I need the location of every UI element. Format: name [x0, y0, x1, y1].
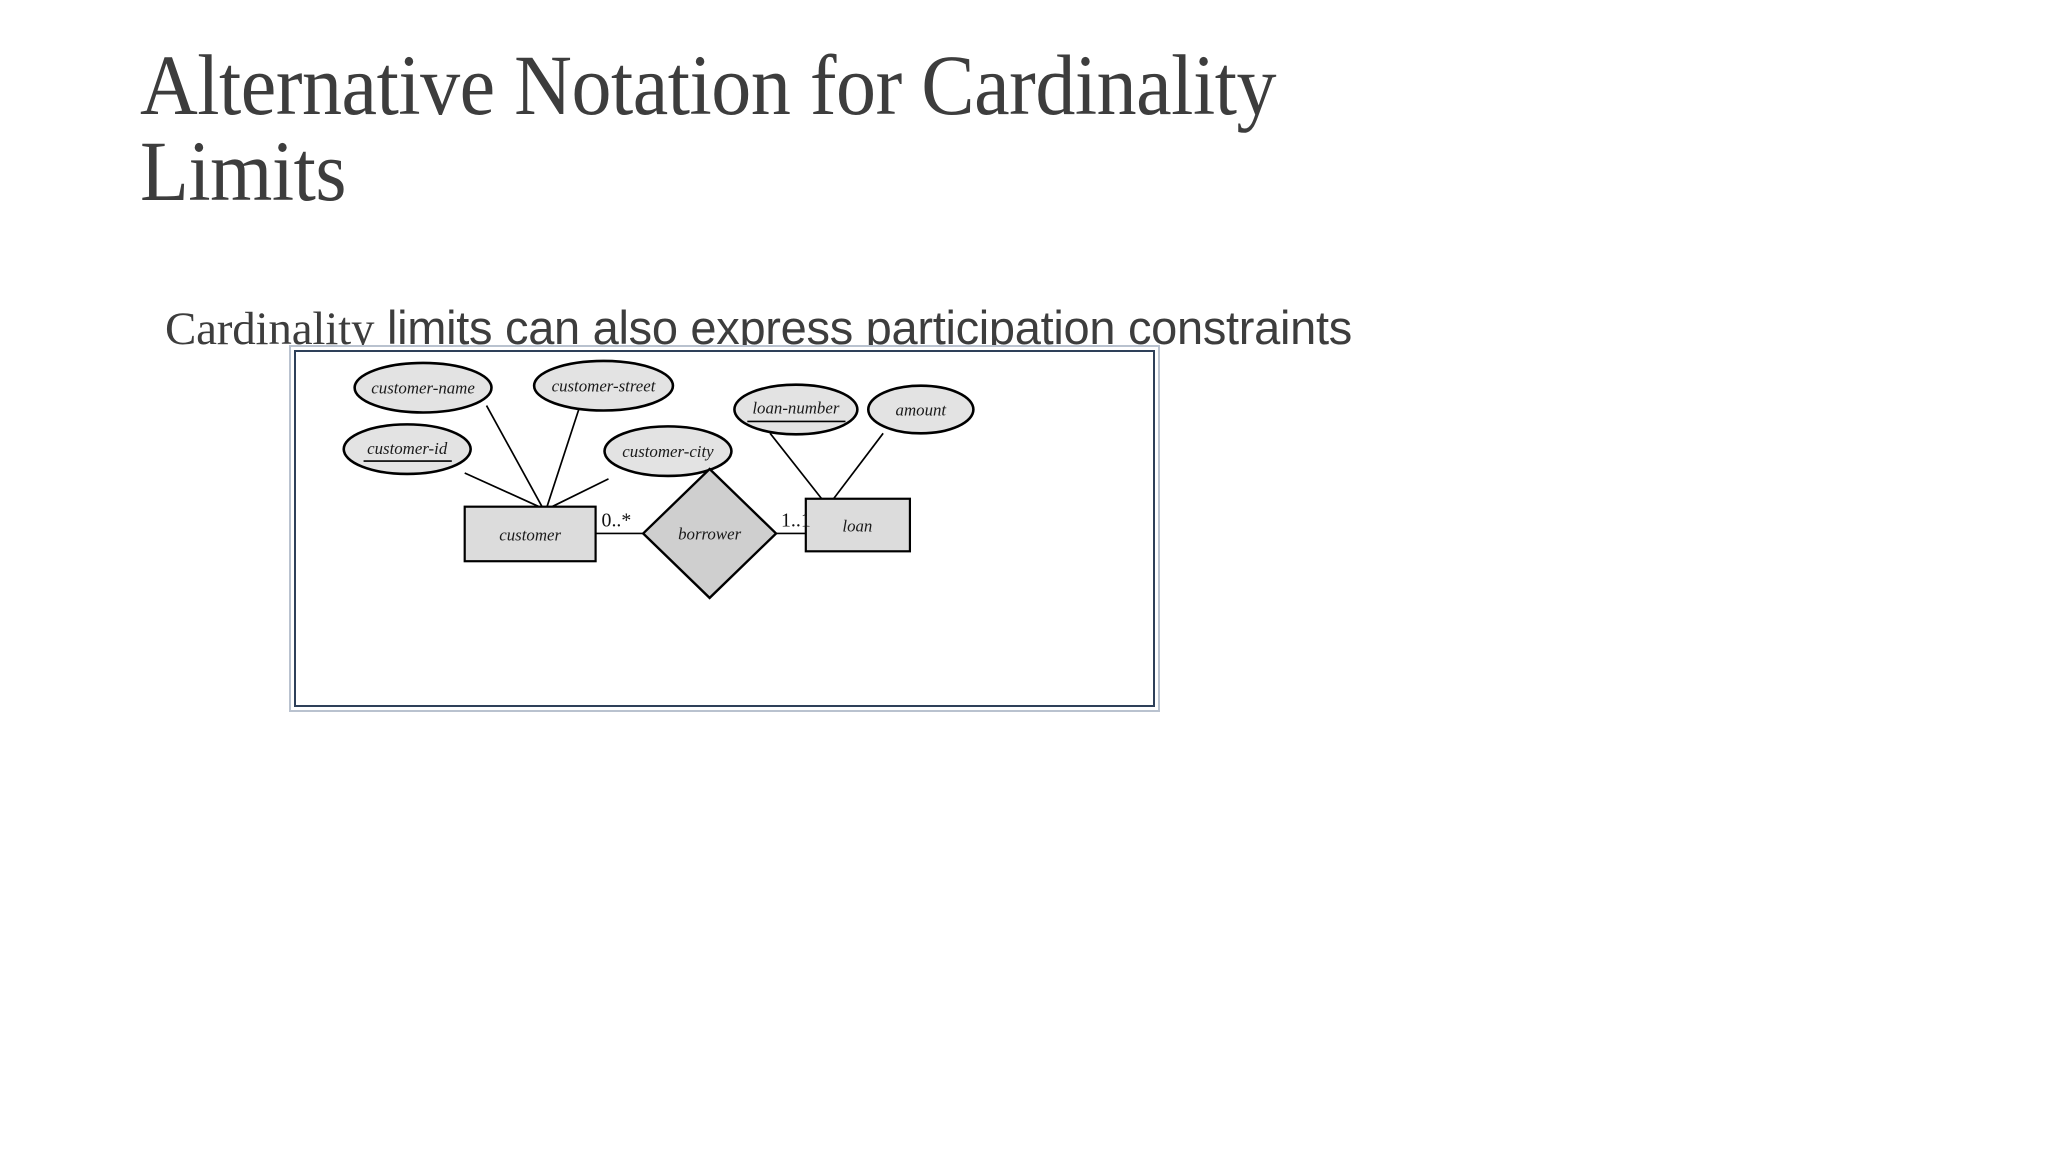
er-diagram-frame: customer-name customer-street customer-i… — [289, 345, 1160, 712]
relationship-borrower[interactable]: borrower — [641, 467, 778, 600]
rect-customer-shape — [463, 505, 597, 563]
ellipse-customer-name-shape — [353, 361, 493, 414]
er-connector-lines — [464, 405, 884, 535]
attribute-label: loan-number — [752, 398, 839, 417]
attribute-customer-name[interactable]: customer-name — [353, 361, 493, 414]
rect-loan-shape — [804, 497, 912, 553]
attribute-label: amount — [896, 400, 948, 419]
line-amount — [832, 432, 884, 500]
entity-loan[interactable]: loan — [804, 497, 912, 553]
ellipse-amount-shape — [866, 384, 975, 435]
cardinality-label-left: 0..* — [602, 510, 632, 532]
cardinality-label-right: 1..1 — [781, 510, 811, 532]
entity-customer[interactable]: customer — [463, 505, 597, 563]
diamond-borrower-shape — [641, 467, 778, 600]
attribute-customer-street[interactable]: customer-street — [532, 359, 675, 412]
line-customer-id — [464, 472, 540, 508]
attribute-loan-number[interactable]: loan-number — [733, 383, 859, 436]
ellipse-customer-city-shape — [603, 425, 733, 478]
ellipse-customer-street-shape — [532, 359, 675, 412]
page-title: Alternative Notation for Cardinality Lim… — [140, 42, 1740, 214]
line-customer-city — [551, 478, 609, 508]
attribute-customer-city[interactable]: customer-city — [603, 425, 733, 478]
attribute-amount[interactable]: amount — [866, 384, 975, 435]
relationship-label: borrower — [678, 524, 741, 543]
line-customer-street — [546, 406, 581, 507]
attribute-label: customer-id — [367, 439, 448, 458]
entity-label: customer — [499, 525, 561, 544]
title-line-1: Alternative Notation for Cardinality — [140, 37, 1276, 133]
er-diagram-inner-border: customer-name customer-street customer-i… — [294, 350, 1155, 707]
attribute-customer-id[interactable]: customer-id — [342, 423, 472, 476]
line-customer-name — [485, 405, 543, 508]
title-line-2: Limits — [140, 123, 347, 219]
attribute-label: customer-name — [371, 379, 475, 398]
entity-label: loan — [842, 516, 872, 535]
attribute-label: customer-street — [552, 377, 657, 396]
attribute-label: customer-city — [622, 442, 714, 461]
er-diagram-svg: customer-name customer-street customer-i… — [342, 359, 975, 600]
line-loan-number — [769, 432, 823, 500]
